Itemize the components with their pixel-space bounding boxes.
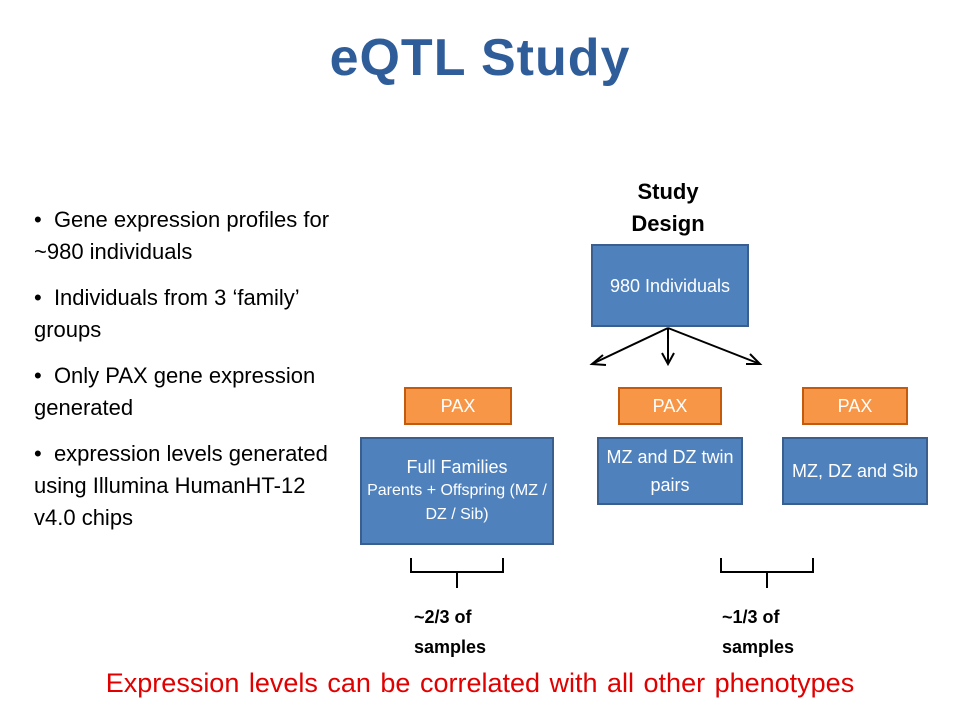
group-full-families: Full Families Parents + Offspring (MZ / … bbox=[360, 437, 554, 545]
group-detail: Parents + Offspring (MZ / DZ / Sib) bbox=[367, 482, 547, 523]
arrow-left-head bbox=[589, 354, 607, 366]
pax-label-box: PAX bbox=[618, 387, 722, 425]
group-mz-dz-sib: MZ, DZ and Sib bbox=[782, 437, 928, 505]
bullet-item: Only PAX gene expression generated bbox=[34, 360, 344, 424]
bullet-item: Individuals from 3 ‘family’ groups bbox=[34, 282, 344, 346]
brace-right bbox=[720, 558, 814, 588]
bullet-item: Gene expression profiles for ~980 indivi… bbox=[34, 204, 344, 268]
footer-statement: Expression levels can be correlated with… bbox=[105, 668, 855, 698]
brace-left bbox=[410, 558, 504, 588]
page-title: eQTL Study bbox=[329, 29, 631, 87]
root-node-individuals: 980 Individuals bbox=[591, 244, 749, 327]
group-title: Full Families bbox=[406, 457, 508, 477]
study-design-heading: Study Design bbox=[631, 179, 705, 236]
group-twin-pairs: MZ and DZ twin pairs bbox=[597, 437, 743, 505]
arrow-right-head bbox=[746, 353, 763, 365]
arrow-middle-head bbox=[661, 352, 675, 367]
pax-label-box: PAX bbox=[404, 387, 512, 425]
brace-caption-two-thirds: ~2/3 of samples bbox=[414, 607, 487, 657]
pax-label-box: PAX bbox=[802, 387, 908, 425]
brace-caption-one-third: ~1/3 of samples bbox=[722, 607, 795, 657]
arrow-left bbox=[591, 327, 669, 365]
bullet-list: Gene expression profiles for ~980 indivi… bbox=[34, 204, 344, 548]
arrow-right bbox=[667, 327, 761, 365]
bullet-item: expression levels generated using Illumi… bbox=[34, 438, 344, 534]
